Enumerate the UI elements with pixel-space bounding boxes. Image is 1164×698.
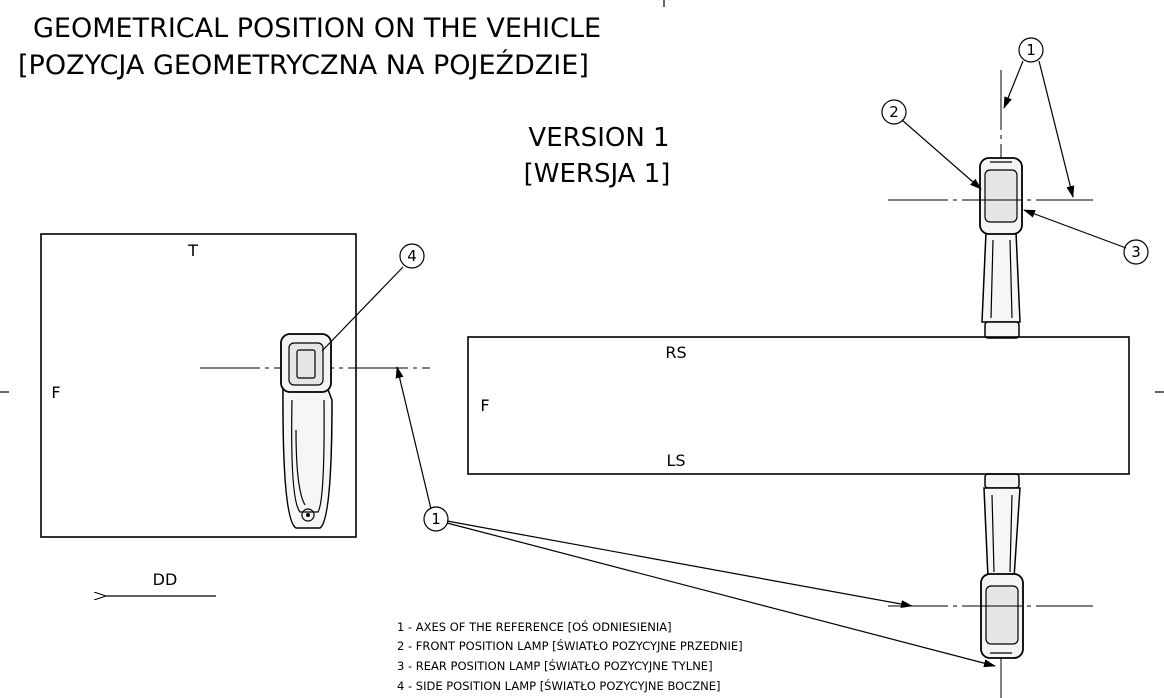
top-view: RS F LS 1 2 3	[467, 37, 1149, 698]
balloon-3-text: 3	[1131, 243, 1141, 261]
balloon-1-upper-leader-a	[1003, 60, 1024, 109]
legend-item: 1 - AXES OF THE REFERENCE [OŚ ODNIESIENI…	[397, 619, 672, 634]
legend: 1 - AXES OF THE REFERENCE [OŚ ODNIESIENI…	[397, 619, 743, 693]
legend-item: 2 - FRONT POSITION LAMP [ŚWIATŁO POZYCYJ…	[397, 638, 743, 653]
version-line-1: VERSION 1	[528, 123, 669, 153]
balloon-1-upper-text: 1	[1026, 41, 1036, 59]
balloon-1-lower-leader-axis	[446, 520, 913, 608]
side-mirror-lamp	[280, 333, 333, 529]
title-line-1: GEOMETRICAL POSITION ON THE VEHICLE	[33, 13, 601, 44]
balloon-3	[1123, 239, 1149, 265]
balloon-1-upper	[1018, 37, 1044, 63]
balloon-1-lower-group: 1	[395, 366, 996, 668]
vehicle-right-side-label: RS	[665, 343, 686, 362]
upper-mirror-assembly	[979, 157, 1023, 339]
vehicle-body	[467, 336, 1130, 475]
balloon-4	[399, 243, 425, 269]
side-view-front-label: F	[51, 383, 60, 402]
side-view: T F 4	[40, 233, 430, 538]
balloon-1-upper-leader-b	[1038, 60, 1075, 198]
version-line-2: [WERSJA 1]	[524, 159, 671, 189]
balloon-1-lower-leader-vertical	[446, 522, 996, 668]
balloon-2-text: 2	[889, 103, 899, 121]
balloon-2-leader	[901, 119, 982, 190]
balloon-3-leader	[1023, 209, 1127, 249]
balloon-1-lower	[423, 506, 449, 532]
balloon-1-lower-leader-side	[395, 366, 432, 510]
vehicle-front-label: F	[480, 396, 489, 415]
balloon-1-lower-text: 1	[431, 510, 441, 528]
legend-item: 4 - SIDE POSITION LAMP [ŚWIATŁO POZYCYJN…	[397, 678, 720, 693]
balloon-2	[881, 99, 907, 125]
balloon-4-text: 4	[407, 247, 417, 265]
legend-item: 3 - REAR POSITION LAMP [ŚWIATŁO POZYCYJN…	[397, 658, 713, 673]
balloon-4-leader	[321, 266, 404, 352]
side-view-top-label: T	[187, 241, 198, 260]
vehicle-left-side-label: LS	[666, 451, 685, 470]
side-view-frame	[40, 233, 357, 538]
driving-direction-label: DD	[153, 570, 178, 589]
lower-mirror-assembly	[980, 473, 1024, 659]
driving-direction: DD	[106, 570, 216, 596]
title-line-2: [POZYCJA GEOMETRYCZNA NA POJEŹDZIE]	[18, 49, 589, 81]
